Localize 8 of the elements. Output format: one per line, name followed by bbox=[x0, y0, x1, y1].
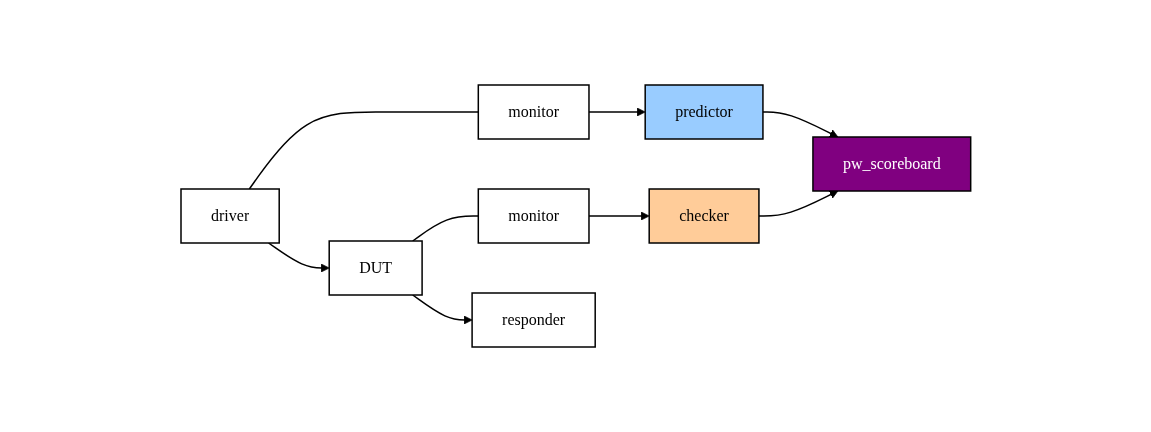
node-box: pw_scoreboard bbox=[811, 136, 972, 192]
node-box: driver bbox=[179, 188, 280, 244]
node-box: checker bbox=[648, 188, 760, 244]
node-box: responder bbox=[471, 292, 596, 348]
node-box: monitor bbox=[477, 188, 590, 244]
node-box: monitor bbox=[477, 84, 590, 140]
node-box: DUT bbox=[328, 240, 423, 296]
node-box: predictor bbox=[644, 84, 764, 140]
